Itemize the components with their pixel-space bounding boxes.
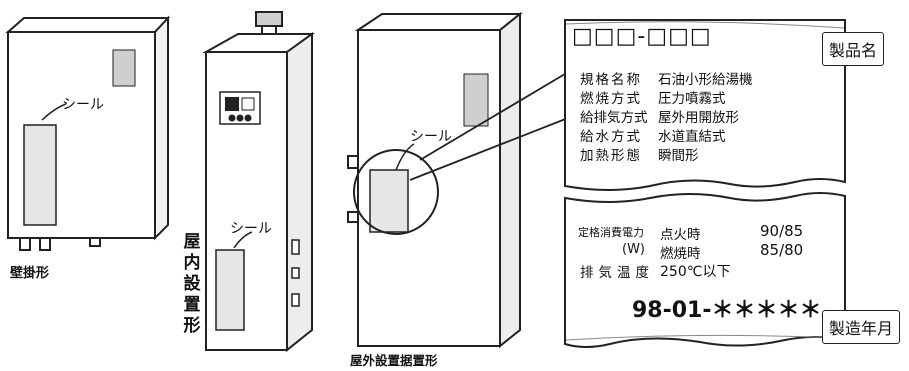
rated-power-unit: (W) — [622, 242, 645, 257]
spec-key-4: 給水方式 — [580, 129, 642, 145]
seal-label-wall: シール — [62, 97, 104, 113]
spec-key-5: 加熱形態 — [580, 148, 642, 164]
label-outdoor-installed: 屋外設置据置形 — [350, 353, 438, 368]
spec-key-2: 燃焼方式 — [580, 91, 642, 107]
spec-key-3: 給排気方式 — [580, 110, 648, 126]
seal-label-indoor: シール — [230, 221, 272, 237]
combustion-value: 85/80 — [760, 241, 804, 259]
spec-value-1: 石油小形給湯機 — [658, 72, 753, 88]
spec-value-5: 瞬間形 — [658, 148, 699, 164]
exhaust-temp-value: 250℃以下 — [660, 264, 731, 280]
label-indoor-installed: 屋内設置形 — [183, 232, 201, 336]
rated-power-label: 定格消費電力 — [578, 226, 644, 239]
outdoor-unit — [347, 11, 523, 349]
spec-value-3: 屋外用開放形 — [658, 110, 739, 126]
wall-mounted-unit — [5, 15, 171, 251]
exhaust-temp-label: 排気温度 — [580, 265, 654, 281]
rating-plate — [564, 19, 846, 348]
spec-value-2: 圧力噴霧式 — [658, 91, 726, 107]
product-name-callout: 製品名 — [822, 32, 885, 66]
model-code: □□□-□□□ — [572, 24, 712, 49]
spec-value-4: 水道直結式 — [658, 129, 726, 145]
manufacture-date-callout: 製造年月 — [822, 310, 901, 344]
spec-key-1: 規格名称 — [580, 72, 642, 88]
seal-label-outdoor: シール — [410, 129, 452, 145]
ignition-label: 点火時 — [660, 227, 701, 243]
combustion-label: 燃焼時 — [660, 246, 701, 262]
indoor-unit — [202, 11, 316, 353]
serial-number: 98-01-＊＊＊＊＊ — [632, 298, 822, 323]
ignition-value: 90/85 — [760, 222, 804, 240]
label-wall-mounted: 壁掛形 — [10, 266, 50, 281]
